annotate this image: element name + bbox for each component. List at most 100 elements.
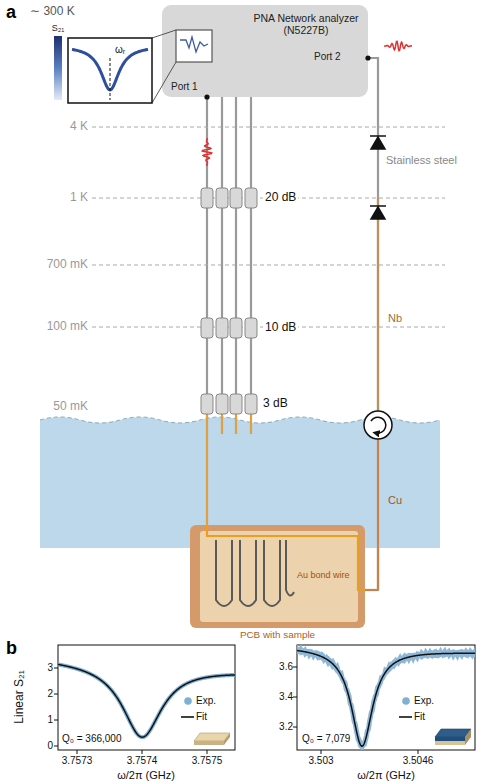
panel-letter: b (6, 638, 17, 659)
plot-curve (58, 664, 235, 737)
film-slab-icon (194, 741, 224, 745)
coax-line (235, 97, 237, 413)
temperature-stage-line (92, 127, 445, 128)
legend-entry: Exp. (196, 695, 216, 707)
pcb-with-sample (190, 525, 365, 628)
au-bond-wire (207, 525, 365, 590)
plot-axes (293, 727, 297, 728)
temperature-label: ∼ 300 K (30, 5, 75, 19)
port-label: Port 1 (171, 81, 198, 93)
plot-axes (142, 750, 143, 754)
resonator-meander (264, 540, 280, 606)
legend-marker (184, 697, 192, 705)
s21-inset-plot (68, 38, 152, 103)
port-dot (204, 94, 209, 99)
coax-line (221, 97, 223, 413)
circulator-symbol (364, 411, 392, 439)
plot-axes (54, 645, 475, 754)
tick-label: 3.2 (279, 721, 293, 733)
legend-entry: Exp. (414, 695, 434, 707)
plot-axes (54, 746, 58, 747)
tick-label: 3.5046 (403, 755, 434, 767)
tick-label: 3.7573 (62, 755, 93, 767)
amplifier-diode (370, 135, 386, 137)
coax-line (250, 413, 252, 434)
plot-axes (54, 668, 58, 669)
amplifier-diode (370, 205, 386, 207)
cable-material-label: Cu (388, 494, 402, 507)
amplifier-diode (370, 136, 386, 219)
legend-entry: Fit (196, 711, 207, 723)
quality-factor: Q₀ = 7,079 (302, 733, 350, 745)
screen-icon (176, 30, 212, 62)
attenuation-label: 10 dB (263, 321, 298, 335)
plot-axes (77, 750, 78, 754)
pcb-with-sample (200, 531, 358, 622)
circulator-symbol (364, 411, 392, 439)
tick-label: 3 (47, 662, 53, 674)
s21-colorbar (54, 36, 62, 100)
plot-curve (58, 664, 235, 737)
plot-axes (54, 694, 58, 695)
sample-board: PCB with sample (190, 525, 365, 647)
attenuator (201, 188, 213, 208)
temperature-label: 700 mK (47, 258, 88, 272)
pcb-with-sample (190, 525, 365, 628)
axis-title: ω/2π (GHz) (117, 769, 175, 782)
plot-curve (297, 650, 475, 746)
plot-curve (297, 649, 475, 747)
return-line-section (377, 198, 379, 411)
resonator-meander (216, 540, 232, 606)
attenuator (201, 318, 213, 338)
plot-axes (207, 750, 208, 754)
resonator-meander (216, 540, 294, 606)
s21-inset-plot (110, 58, 111, 100)
axis-label: S₂₁ (52, 23, 65, 33)
resonator-meander (286, 540, 294, 596)
tick-label: 2 (47, 688, 53, 700)
attenuator (216, 394, 228, 414)
tick-label: 3.7575 (192, 755, 223, 767)
network-analyzer-box (162, 5, 368, 97)
film-slab-icon (194, 729, 471, 745)
attenuator (201, 394, 213, 414)
plot-axes (293, 667, 297, 668)
signal-pulse (202, 41, 412, 166)
film-slab-icon (465, 729, 471, 745)
panel-letter: a (6, 2, 16, 23)
tick-label: 0 (47, 740, 53, 752)
legend-marker (181, 716, 194, 718)
board-label: PCB with sample (190, 629, 365, 640)
film-slab-icon (435, 729, 471, 737)
s21-inset-plot (68, 38, 152, 103)
return-line-section (365, 589, 378, 591)
legend-marker (399, 716, 412, 718)
attenuator (245, 318, 257, 338)
temperature-label: 4 K (70, 120, 88, 134)
amplifier-diode (371, 137, 385, 149)
plot-axes (321, 750, 322, 754)
plot-curve (297, 649, 475, 747)
tick-label: 1 (47, 714, 53, 726)
port-dot (204, 55, 370, 99)
plot-axes (54, 720, 58, 721)
axis-title: ω/2π (GHz) (357, 769, 415, 782)
temperature-label: 1 K (70, 191, 88, 205)
cable-material-label: Nb (388, 312, 402, 325)
return-line-section (377, 439, 379, 590)
return-line-section (365, 198, 378, 590)
attenuator (201, 188, 257, 414)
coax-line (206, 413, 208, 525)
coax-line (235, 413, 237, 434)
film-slab-icon (435, 741, 465, 745)
attenuator (245, 394, 257, 414)
attenuator (245, 188, 257, 208)
axis-title: Linear S₂₁ (13, 670, 27, 723)
au-bond-wire (207, 525, 365, 590)
screen-icon (152, 30, 212, 103)
s21-colorbar (54, 36, 62, 100)
amplifier-diode (371, 207, 385, 219)
film-slab-icon (435, 737, 465, 741)
temperature-stage-line (92, 265, 445, 266)
